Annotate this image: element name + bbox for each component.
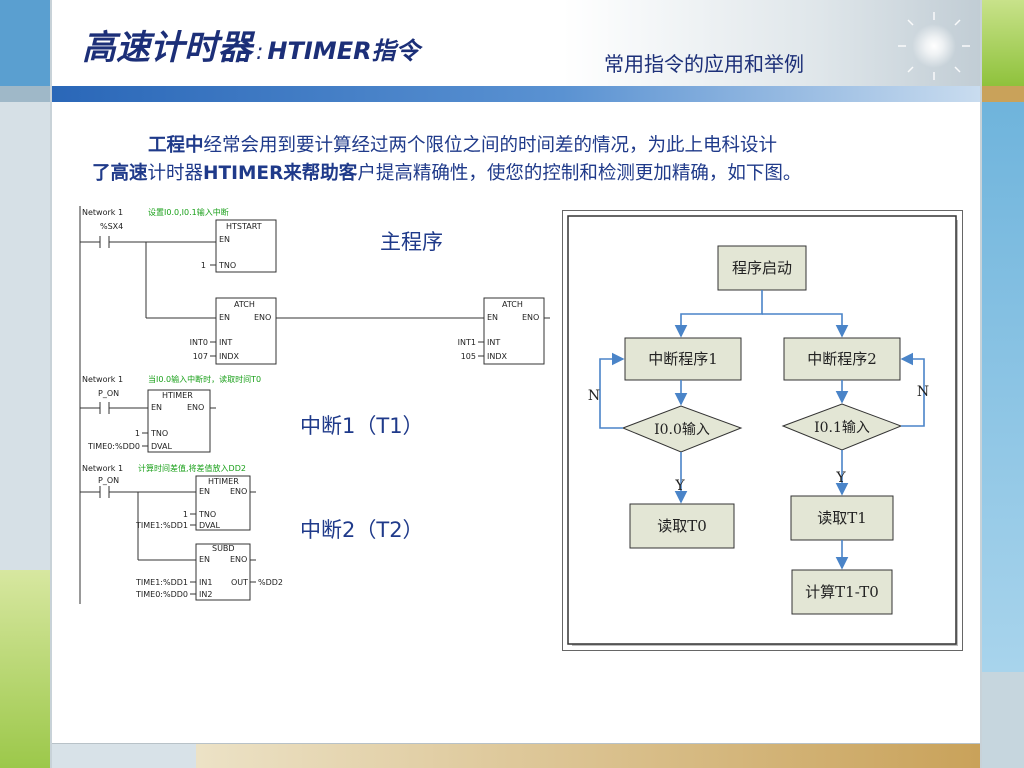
flow-int1-box (624, 337, 742, 381)
net2-comment: 当I0.0输入中断时，读取时间T0 (148, 374, 261, 384)
flow-int2-text: 中断程序2 (807, 350, 877, 368)
intro-line-1-rest: 经常会用到要计算经过两个限位之间的时间差的情况，为此上电科设计 (203, 135, 778, 156)
flow-calc-text: 计算T1-T0 (805, 583, 879, 601)
subd-en: EN (199, 555, 210, 564)
subd-in1-val: TIME1:%DD1 (135, 578, 188, 587)
net2-label: Network 1 (82, 375, 123, 384)
atch2-indx: INDX (487, 352, 508, 361)
flow-read1-text: 读取T1 (817, 509, 867, 527)
net3-htimer-tno: TNO (198, 510, 216, 519)
subd-out-val: %DD2 (258, 578, 283, 587)
flow-n-right: N (917, 384, 929, 400)
intro-line-1: 工程中经常会用到要计算经过两个限位之间的时间差的情况，为此上电科设计 (148, 131, 777, 157)
flow-y-right: Y (835, 470, 846, 486)
net3-htimer-tno-val: 1 (183, 510, 188, 519)
net2-contact: P_ON (98, 389, 119, 398)
net3-htimer-dval: DVAL (199, 521, 220, 530)
net3-htimer-dval-val: TIME1:%DD1 (135, 521, 188, 530)
subd-name: SUBD (212, 544, 235, 553)
atch1-int-val: INT0 (190, 338, 208, 347)
atch1-indx: INDX (219, 352, 240, 361)
atch1-en: EN (219, 313, 230, 322)
title-separator: : (256, 40, 264, 65)
flow-start-text: 程序启动 (732, 259, 792, 277)
atch2-eno: ENO (522, 313, 539, 322)
htstart-tno: TNO (218, 261, 236, 270)
net1-comment: 设置I0.0,I0.1输入中断 (148, 207, 229, 217)
main-program-label: 主程序 (380, 230, 443, 254)
intro-line-2-bold2: HTIMER来帮助客 (203, 163, 358, 184)
subd-in1: IN1 (199, 578, 212, 587)
net2-htimer-en: EN (151, 403, 162, 412)
htstart-en: EN (219, 235, 230, 244)
net2-htimer-tno: TNO (150, 429, 168, 438)
intro-line-2-bold: 了高速 (92, 163, 148, 184)
net2-htimer-name: HTIMER (162, 391, 193, 400)
net1-label: Network 1 (82, 208, 123, 217)
flow-read0-box (629, 503, 735, 549)
net2-htimer-tno-val: 1 (135, 429, 140, 438)
net3-comment: 计算时间差值,将差值放入DD2 (138, 463, 246, 473)
atch2-int-val: INT1 (458, 338, 476, 347)
flow-int1-text: 中断程序1 (648, 350, 718, 368)
net3-htimer-eno: ENO (230, 487, 247, 496)
subd-in2: IN2 (199, 590, 212, 599)
flow-read0-text: 读取T0 (657, 517, 707, 535)
net3-contact: P_ON (98, 476, 119, 485)
title-cn: 高速计时器 (82, 28, 252, 68)
subtitle: 常用指令的应用和举例 (604, 52, 804, 76)
net3-label: Network 1 (82, 464, 123, 473)
flow-dec1-text: I0.0输入 (654, 422, 710, 438)
flow-calc-box (791, 569, 893, 615)
flowchart: 程序启动 中断程序1 中断程序2 I0.0输入 I0.1输入 N N Y Y 读… (562, 210, 963, 651)
atch1-name: ATCH (234, 300, 255, 309)
subd-eno: ENO (230, 555, 247, 564)
htstart-name: HTSTART (226, 222, 262, 231)
ladder-diagram: Network 1 设置I0.0,I0.1输入中断 %SX4 HTSTART E… (79, 206, 550, 604)
title-en: HTIMER指令 (267, 37, 420, 65)
atch2-indx-val: 105 (461, 352, 476, 361)
htstart-tno-val: 1 (201, 261, 206, 270)
flow-y-left: Y (674, 478, 685, 494)
net3-htimer-name: HTIMER (208, 477, 239, 486)
flow-dec2-text: I0.1输入 (814, 420, 870, 436)
atch1-int: INT (219, 338, 232, 347)
intro-line-2-mid: 计时器 (147, 163, 204, 184)
net2-htimer-eno: ENO (187, 403, 204, 412)
atch2-int: INT (487, 338, 500, 347)
net3-htimer-en: EN (199, 487, 210, 496)
net1-contact: %SX4 (100, 222, 123, 231)
atch2-name: ATCH (502, 300, 523, 309)
intro-line-2: 了高速计时器HTIMER来帮助客户提高精确性，使您的控制和检测更加精确，如下图。 (92, 159, 801, 185)
net2-htimer-dval: DVAL (151, 442, 172, 451)
interrupt2-label: 中断2（T2） (300, 518, 424, 542)
atch1-indx-val: 107 (193, 352, 208, 361)
net2-htimer-dval-val: TIME0:%DD0 (87, 442, 140, 451)
flow-n-left: N (588, 388, 600, 404)
subd-out: OUT (231, 578, 248, 587)
interrupt1-label: 中断1（T1） (300, 414, 424, 438)
atch1-eno: ENO (254, 313, 271, 322)
flow-dec1 (621, 405, 743, 453)
flow-start-box (717, 245, 807, 291)
subd-in2-val: TIME0:%DD0 (135, 590, 188, 599)
page-title: 高速计时器:HTIMER指令 (82, 20, 420, 69)
intro-line-1-bold: 工程中 (148, 135, 204, 156)
sparkle-decoration (898, 12, 970, 80)
flow-int2-box (783, 337, 901, 381)
intro-line-2-rest: 户提高精确性，使您的控制和检测更加精确，如下图。 (357, 163, 802, 184)
flow-read1-box (790, 495, 894, 541)
atch2-en: EN (487, 313, 498, 322)
